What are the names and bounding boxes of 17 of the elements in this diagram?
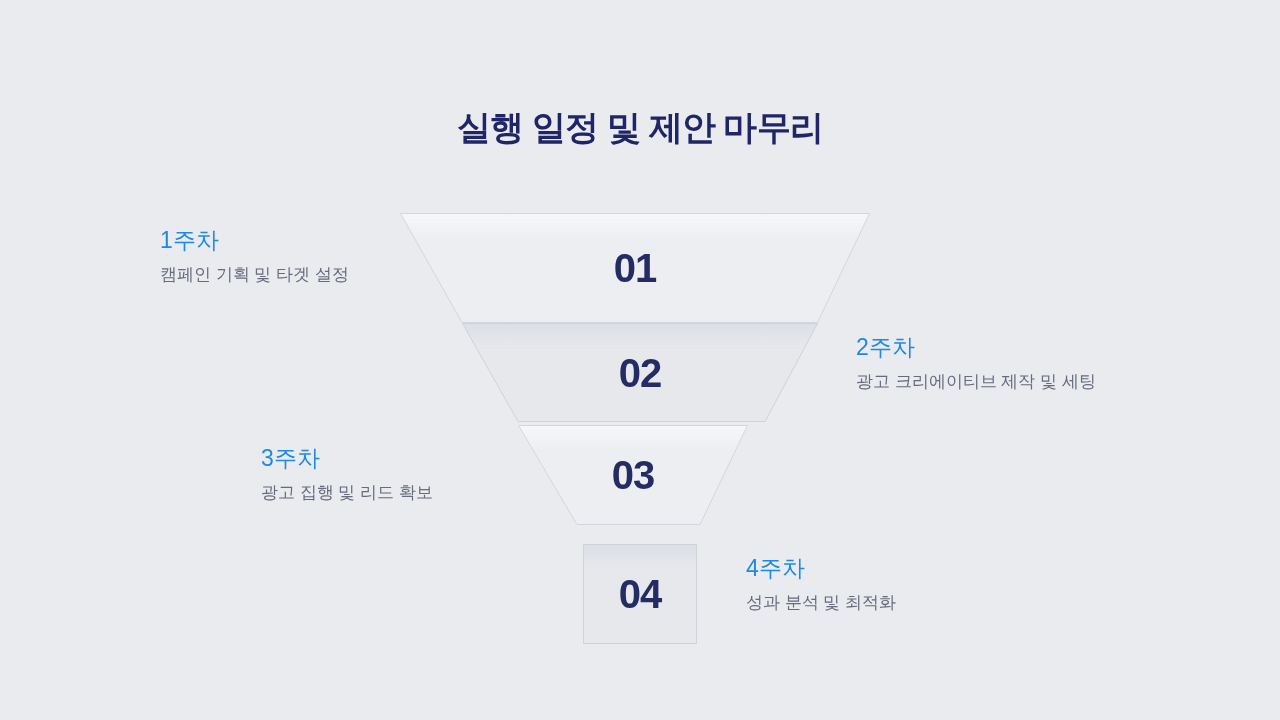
step-description: 성과 분석 및 최적화 <box>746 592 897 614</box>
step-number: 03 <box>611 453 655 497</box>
week-label: 1주차 <box>160 226 219 254</box>
funnel-segment <box>462 323 818 422</box>
step-number: 02 <box>618 350 662 395</box>
title: 실행 일정 및 제안 마무리 <box>457 107 823 148</box>
week-label: 4주차 <box>746 554 805 582</box>
funnel-segment <box>518 425 748 525</box>
funnel-segment <box>400 213 870 323</box>
funnel-segment <box>583 544 697 644</box>
step-description: 광고 집행 및 리드 확보 <box>261 482 433 504</box>
step-number: 04 <box>618 572 662 616</box>
step-description: 광고 크리에이티브 제작 및 세팅 <box>856 371 1096 393</box>
step-description: 캠페인 기획 및 타겟 설정 <box>160 264 349 286</box>
step-number: 01 <box>613 246 657 290</box>
week-label: 2주차 <box>856 333 915 361</box>
week-label: 3주차 <box>261 444 320 472</box>
